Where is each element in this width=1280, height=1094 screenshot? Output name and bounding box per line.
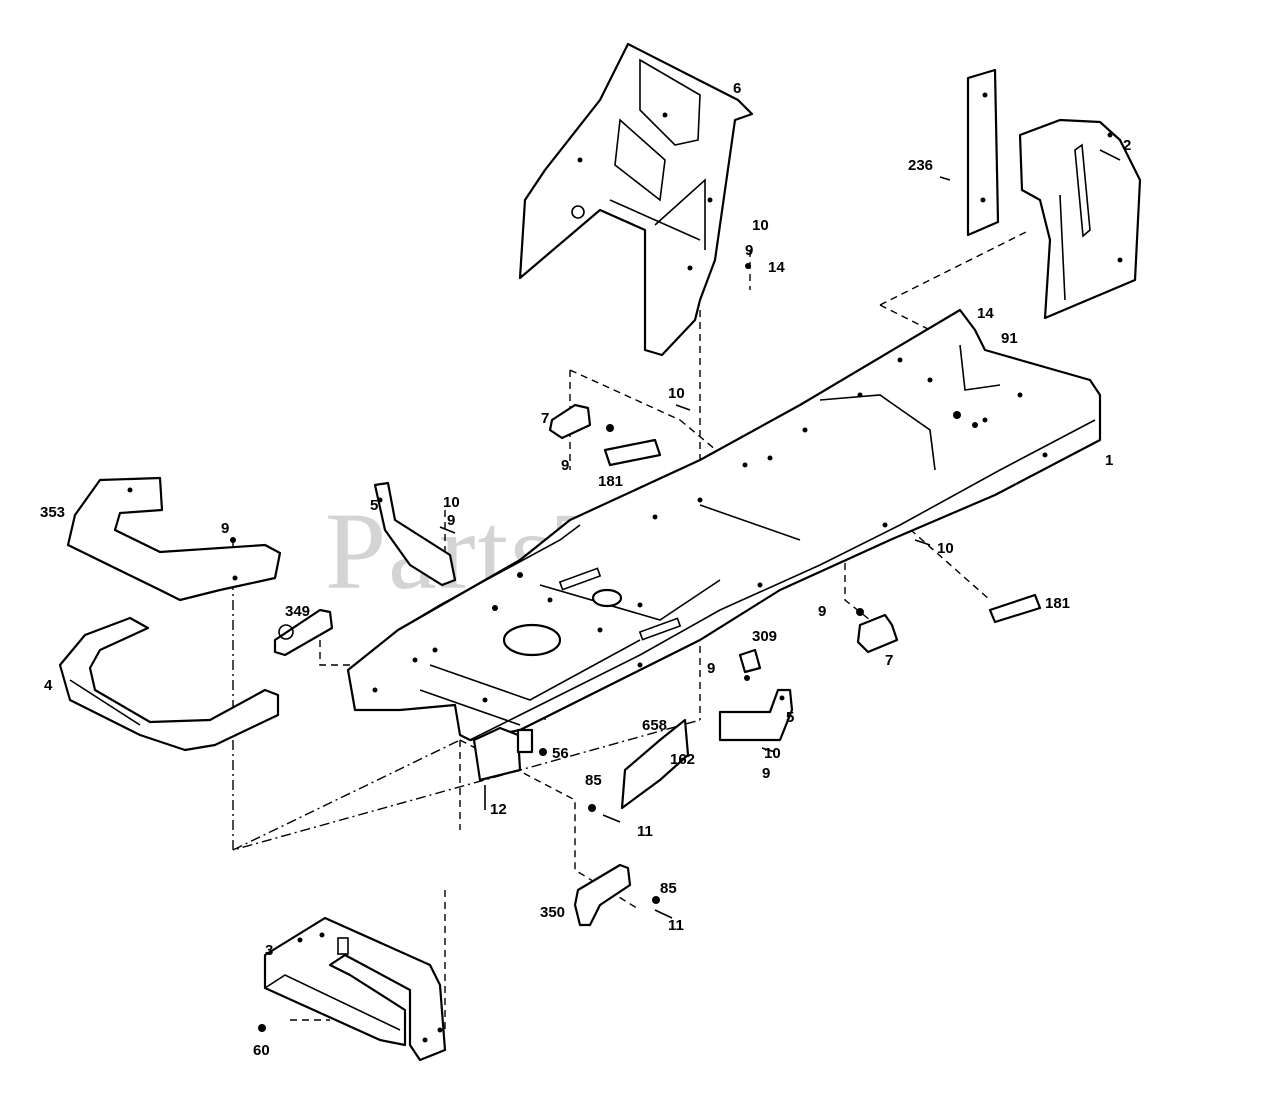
callout-9-bottom: 9 bbox=[762, 765, 770, 782]
callout-6: 6 bbox=[733, 80, 741, 97]
fasteners bbox=[230, 176, 978, 1032]
callout-14-right: 14 bbox=[977, 305, 994, 322]
callout-353: 353 bbox=[40, 504, 65, 521]
part-bracket-350 bbox=[573, 863, 632, 927]
part-frame bbox=[346, 308, 1102, 742]
part-shield bbox=[620, 718, 690, 810]
callout-5-right: 5 bbox=[786, 709, 794, 726]
part-pad-upper bbox=[603, 438, 662, 467]
leader-dashdot bbox=[232, 739, 461, 851]
part-bumper bbox=[58, 616, 280, 752]
part-hitch-plate bbox=[263, 916, 447, 1062]
callout-162: 162 bbox=[670, 751, 695, 768]
callout-11-upper: 11 bbox=[637, 823, 653, 840]
callout-60: 60 bbox=[253, 1042, 270, 1059]
callout-658: 658 bbox=[642, 717, 667, 734]
callout-309: 309 bbox=[752, 628, 777, 645]
part-bracket-5-left bbox=[373, 481, 457, 587]
callout-10-top: 10 bbox=[752, 217, 769, 234]
part-pad-lower bbox=[988, 593, 1042, 624]
callout-56: 56 bbox=[552, 745, 569, 762]
callout-9-plate: 9 bbox=[221, 520, 229, 537]
leader-dash bbox=[879, 229, 1031, 306]
callout-labels: 1 2 3 4 5 5 6 7 7 9 9 9 9 9 9 10 10 10 1… bbox=[40, 80, 1131, 1059]
callout-4: 4 bbox=[44, 677, 53, 694]
callout-3: 3 bbox=[265, 942, 273, 959]
callout-14-top: 14 bbox=[768, 259, 785, 276]
part-bracket-7-upper bbox=[548, 403, 592, 440]
callout-1: 1 bbox=[1105, 452, 1113, 469]
part-front-plate bbox=[472, 726, 534, 810]
callout-349: 349 bbox=[285, 603, 310, 620]
callout-12: 12 bbox=[490, 801, 507, 818]
callout-350: 350 bbox=[540, 904, 565, 921]
callout-9-top: 9 bbox=[745, 242, 753, 259]
callout-7-upper: 7 bbox=[541, 410, 549, 427]
callout-85-lower: 85 bbox=[660, 880, 677, 897]
callout-181-lower: 181 bbox=[1045, 595, 1070, 612]
callout-10-bracket: 10 bbox=[443, 494, 460, 511]
callout-10-right: 10 bbox=[937, 540, 954, 557]
callout-9-lower: 9 bbox=[707, 660, 715, 677]
callout-91: 91 bbox=[1001, 330, 1018, 347]
callout-9-right: 9 bbox=[818, 603, 826, 620]
part-steering-support bbox=[518, 42, 754, 357]
part-side-bracket bbox=[966, 68, 1142, 320]
part-footrest-plate bbox=[66, 476, 282, 602]
callout-181-upper: 181 bbox=[598, 473, 623, 490]
callout-10-upper: 10 bbox=[668, 385, 685, 402]
callout-85-upper: 85 bbox=[585, 772, 602, 789]
callout-5-left: 5 bbox=[370, 497, 378, 514]
callout-9-bracket: 9 bbox=[447, 512, 455, 529]
callout-2: 2 bbox=[1123, 137, 1131, 154]
callout-9-upper: 9 bbox=[561, 457, 569, 474]
part-309 bbox=[738, 648, 762, 674]
leader-dash bbox=[319, 640, 350, 666]
part-bracket-5-right bbox=[718, 688, 794, 742]
callout-7-lower: 7 bbox=[885, 652, 893, 669]
part-bracket-7-lower bbox=[856, 613, 899, 654]
callout-11-lower: 11 bbox=[668, 917, 684, 934]
part-bracket-349 bbox=[273, 608, 334, 657]
callout-236: 236 bbox=[908, 157, 933, 174]
callout-10-lower: 10 bbox=[764, 745, 781, 762]
